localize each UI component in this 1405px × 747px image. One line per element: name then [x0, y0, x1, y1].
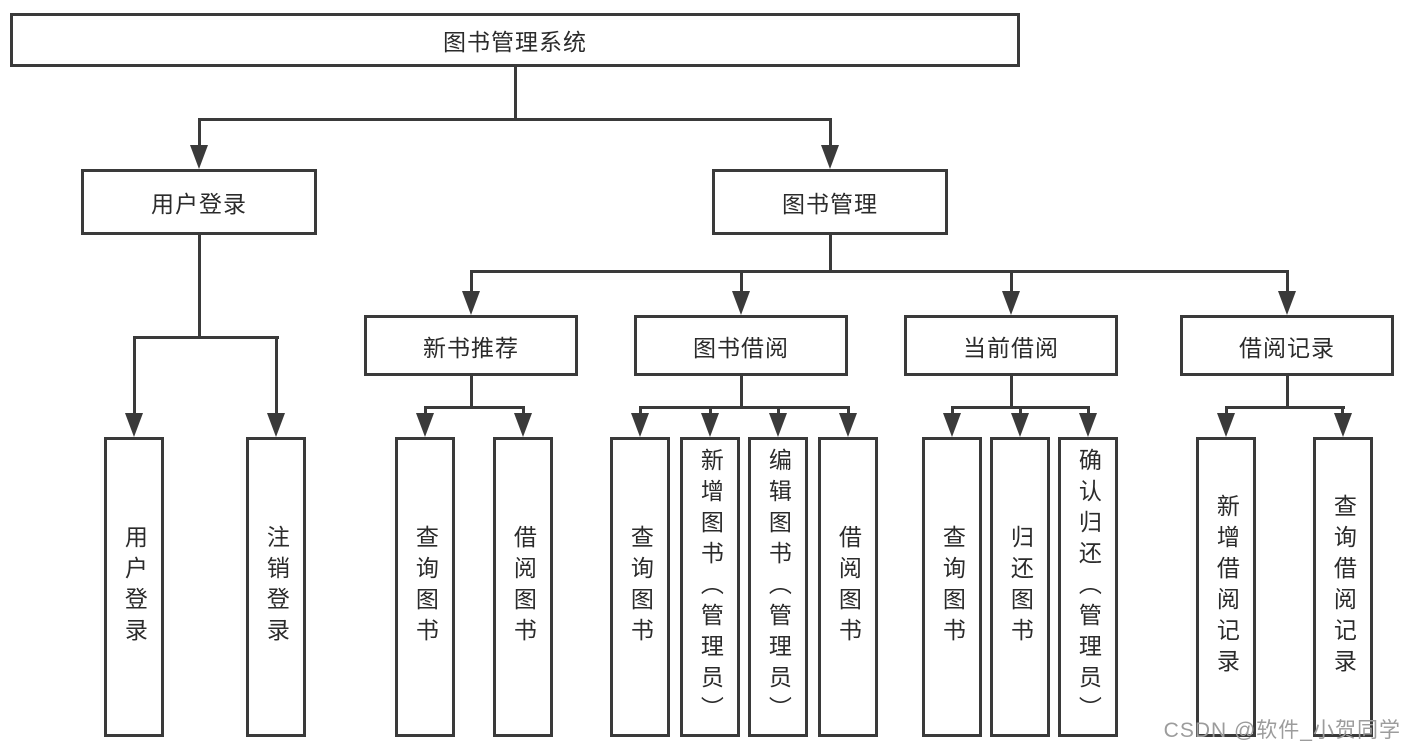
arrowhead-down-icon	[943, 413, 961, 437]
arrowhead-down-icon	[839, 413, 857, 437]
leaf-recommend-borrow-books: 借阅图书	[493, 437, 553, 737]
arrowhead-down-icon	[821, 145, 839, 169]
node-current-borrow-label: 当前借阅	[963, 334, 1059, 361]
arrowhead-down-icon	[416, 413, 434, 437]
node-book-borrow-label: 图书借阅	[693, 334, 789, 361]
leaf-add-books-admin: 新增图书（管理员）	[680, 437, 740, 737]
leaf-edit-books-admin-label: 编辑图书（管理员）	[765, 447, 792, 727]
leaf-confirm-return-admin-label: 确认归还（管理员）	[1075, 447, 1102, 727]
leaf-add-books-admin-label: 新增图书（管理员）	[697, 447, 724, 727]
connector-line	[133, 336, 136, 416]
connector-line	[740, 270, 743, 292]
leaf-query-borrow-record-label: 查询借阅记录	[1330, 494, 1357, 680]
arrowhead-down-icon	[125, 413, 143, 437]
connector-line	[829, 118, 832, 148]
node-user-login: 用户登录	[81, 169, 317, 235]
node-user-login-label: 用户登录	[151, 191, 247, 217]
node-new-book-recommend: 新书推荐	[364, 315, 578, 376]
arrowhead-down-icon	[462, 291, 480, 315]
connector-line	[424, 406, 427, 416]
connector-line	[522, 406, 525, 416]
connector-line	[1019, 406, 1022, 416]
connector-line	[1225, 406, 1345, 409]
connector-line	[424, 406, 525, 409]
connector-line	[777, 406, 780, 416]
connector-line	[847, 406, 850, 416]
arrowhead-down-icon	[631, 413, 649, 437]
arrowhead-down-icon	[1011, 413, 1029, 437]
leaf-borrow-query-books-label: 查询图书	[627, 525, 654, 649]
node-borrow-record-label: 借阅记录	[1239, 334, 1335, 361]
connector-line	[1010, 376, 1013, 408]
leaf-add-borrow-record-label: 新增借阅记录	[1213, 494, 1240, 680]
leaf-borrow-books-label: 借阅图书	[835, 525, 862, 649]
leaf-confirm-return-admin: 确认归还（管理员）	[1058, 437, 1118, 737]
leaf-user-login: 用户登录	[104, 437, 164, 737]
arrowhead-down-icon	[1278, 291, 1296, 315]
leaf-edit-books-admin: 编辑图书（管理员）	[748, 437, 808, 737]
csdn-watermark: CSDN @软件_小贺同学	[1163, 719, 1401, 742]
connector-line	[1286, 270, 1289, 292]
node-book-borrow: 图书借阅	[634, 315, 848, 376]
connector-line	[470, 270, 1289, 273]
connector-line	[1286, 376, 1289, 408]
arrowhead-down-icon	[190, 145, 208, 169]
connector-line	[198, 118, 832, 121]
leaf-logout: 注销登录	[246, 437, 306, 737]
node-root-label: 图书管理系统	[443, 29, 587, 55]
connector-line	[470, 376, 473, 408]
leaf-recommend-borrow-books-label: 借阅图书	[510, 525, 537, 649]
leaf-current-query-books: 查询图书	[922, 437, 982, 737]
connector-line	[198, 235, 201, 338]
connector-line	[1225, 406, 1228, 416]
node-root: 图书管理系统	[10, 13, 1020, 67]
leaf-query-borrow-record: 查询借阅记录	[1313, 437, 1373, 737]
leaf-borrow-books: 借阅图书	[818, 437, 878, 737]
connector-line	[470, 270, 473, 292]
node-borrow-record: 借阅记录	[1180, 315, 1394, 376]
node-current-borrow: 当前借阅	[904, 315, 1118, 376]
connector-line	[639, 406, 642, 416]
connector-line	[514, 67, 517, 119]
connector-line	[275, 336, 278, 416]
arrowhead-down-icon	[1002, 291, 1020, 315]
connector-line	[740, 376, 743, 408]
connector-line	[133, 336, 279, 339]
leaf-recommend-query-books-label: 查询图书	[412, 525, 439, 649]
connector-line	[1341, 406, 1344, 416]
connector-line	[639, 406, 850, 409]
connector-line	[709, 406, 712, 416]
node-book-management-label: 图书管理	[782, 191, 878, 217]
leaf-user-login-label: 用户登录	[121, 525, 148, 649]
arrowhead-down-icon	[1079, 413, 1097, 437]
node-book-management: 图书管理	[712, 169, 948, 235]
arrowhead-down-icon	[1334, 413, 1352, 437]
node-new-book-recommend-label: 新书推荐	[423, 334, 519, 361]
arrowhead-down-icon	[1217, 413, 1235, 437]
connector-line	[829, 235, 832, 272]
connector-line	[1010, 270, 1013, 292]
leaf-return-books: 归还图书	[990, 437, 1050, 737]
leaf-borrow-query-books: 查询图书	[610, 437, 670, 737]
arrowhead-down-icon	[769, 413, 787, 437]
leaf-return-books-label: 归还图书	[1007, 525, 1034, 649]
arrowhead-down-icon	[514, 413, 532, 437]
connector-line	[198, 118, 201, 148]
connector-line	[1087, 406, 1090, 416]
arrowhead-down-icon	[732, 291, 750, 315]
leaf-add-borrow-record: 新增借阅记录	[1196, 437, 1256, 737]
leaf-logout-label: 注销登录	[263, 525, 290, 649]
connector-line	[951, 406, 954, 416]
arrowhead-down-icon	[701, 413, 719, 437]
leaf-recommend-query-books: 查询图书	[395, 437, 455, 737]
arrowhead-down-icon	[267, 413, 285, 437]
leaf-current-query-books-label: 查询图书	[939, 525, 966, 649]
